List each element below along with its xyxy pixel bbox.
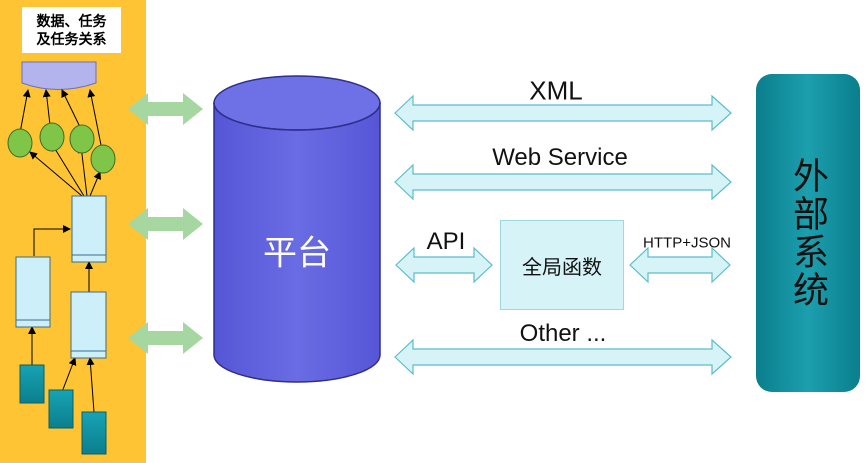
document-icon — [21, 61, 97, 90]
platform-cylinder — [213, 75, 381, 383]
external-system-label-wrap: 外部系统 — [756, 74, 860, 392]
global-function-label: 全局函数 — [522, 256, 602, 279]
task-tree-arrows — [19, 89, 102, 413]
double-arrow — [128, 208, 203, 240]
panel-platform-arrows — [128, 93, 203, 354]
integration-arrows — [394, 94, 732, 376]
data-block — [81, 411, 107, 455]
external-system-box — [756, 74, 860, 392]
task-nodes — [7, 122, 116, 174]
double-arrow — [128, 322, 203, 354]
task-node — [7, 128, 33, 158]
task-boxes — [15, 195, 107, 359]
http-json-label: HTTP+JSON — [643, 234, 731, 252]
api-arrow — [395, 246, 493, 284]
xml-label: XML — [529, 75, 583, 106]
data-blocks — [19, 364, 107, 455]
task-node — [90, 144, 116, 174]
double-arrow — [128, 93, 203, 125]
global-function-box: 全局函数 — [500, 220, 624, 310]
data-block — [19, 364, 45, 404]
xml-arrow — [394, 94, 732, 132]
data-block — [48, 389, 74, 429]
api-label: API — [426, 228, 466, 255]
task-box — [70, 291, 107, 359]
task-node — [69, 124, 95, 154]
task-data-panel-title-line1: 数据、任务 — [36, 13, 107, 29]
task-box — [71, 195, 107, 263]
task-data-panel-title: 数据、任务 及任务关系 — [22, 7, 121, 53]
web-service-label: Web Service — [492, 144, 628, 171]
other-label: Other ... — [519, 320, 607, 347]
task-box — [15, 256, 51, 328]
other-arrow — [394, 338, 732, 376]
platform-label: 平台 — [263, 234, 331, 273]
task-data-panel-title-line2: 及任务关系 — [36, 31, 107, 47]
http-json-arrow — [629, 246, 731, 284]
task-node — [39, 122, 65, 152]
external-system-label: 外部系统 — [788, 157, 829, 309]
web-service-arrow — [394, 163, 732, 201]
